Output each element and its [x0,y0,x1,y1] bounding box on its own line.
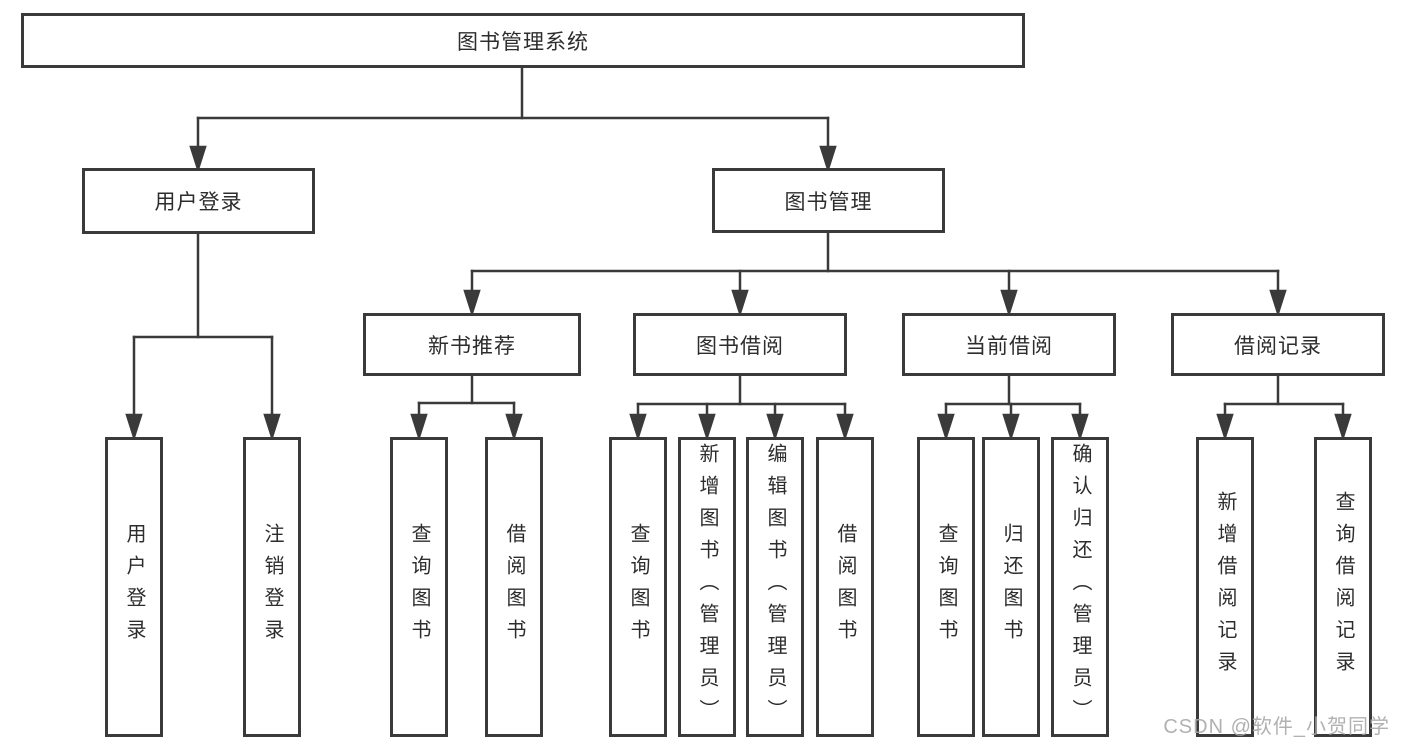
arrow-down-icon [1216,413,1234,442]
node-label: 新增图书（管理员） [696,443,718,731]
arrow-down-icon [410,413,428,442]
node-edit-books-admin: 编辑图书（管理员） [746,437,804,737]
node-logout-leaf: 注销登录 [243,437,301,737]
node-label: 查询图书 [935,523,957,651]
arrow-down-icon [125,413,143,442]
connector-book-management-to-level3 [463,230,1287,318]
node-current-borrowing: 当前借阅 [902,313,1116,376]
node-borrow-books-recommend: 借阅图书 [485,437,543,737]
connector-new-book-recommend-to-leaves [410,374,523,442]
node-label: 编辑图书（管理员） [764,443,786,731]
arrow-down-icon [263,413,281,442]
node-label: 确认归还（管理员） [1069,443,1091,731]
connector-root-to-level2 [189,66,837,174]
node-query-books-current: 查询图书 [917,437,975,737]
node-query-books-borrowing: 查询图书 [609,437,667,737]
node-borrow-records: 借阅记录 [1171,313,1385,376]
arrow-down-icon [505,413,523,442]
node-label: 归还图书 [1000,523,1022,651]
arrow-down-icon [1334,413,1352,442]
node-query-books-recommend: 查询图书 [390,437,448,737]
node-label: 新书推荐 [428,334,516,358]
node-label: 用户登录 [154,191,243,214]
node-label: 查询图书 [408,523,430,651]
arrow-down-icon [189,145,207,174]
node-label: 图书管理系统 [457,30,589,54]
connector-borrow-records-to-leaves [1216,374,1352,442]
node-label: 借阅图书 [503,523,525,651]
node-label: 注销登录 [261,523,283,651]
arrow-down-icon [836,413,854,442]
node-book-management: 图书管理 [712,168,945,233]
node-label: 新增借阅记录 [1214,491,1236,683]
node-return-books: 归还图书 [982,437,1040,737]
node-user-login-leaf: 用户登录 [105,437,163,737]
connector-book-borrowing-to-leaves [629,374,854,442]
node-label: 用户登录 [123,523,145,651]
node-label: 图书管理 [784,190,873,214]
arrow-down-icon [766,413,784,442]
node-book-borrowing: 图书借阅 [633,313,847,376]
arrow-down-icon [1269,289,1287,318]
node-label: 当前借阅 [965,334,1053,358]
node-library-management-system: 图书管理系统 [21,13,1025,68]
node-label: 借阅记录 [1234,334,1322,358]
arrow-down-icon [1000,289,1018,318]
node-new-book-recommend: 新书推荐 [363,313,581,376]
csdn-watermark: CSDN @软件_小贺同学 [1163,716,1390,738]
node-borrow-books-leaf: 借阅图书 [816,437,874,737]
connector-user-login-to-leaves [125,231,281,442]
arrow-down-icon [1002,413,1020,442]
arrow-down-icon [629,413,647,442]
node-label: 借阅图书 [834,523,856,651]
arrow-down-icon [1071,413,1089,442]
arrow-down-icon [698,413,716,442]
node-label: 查询借阅记录 [1332,491,1354,683]
node-label: 查询图书 [627,523,649,651]
node-add-books-admin: 新增图书（管理员） [678,437,736,737]
node-confirm-return-admin: 确认归还（管理员） [1051,437,1109,737]
node-query-borrow-record: 查询借阅记录 [1314,437,1372,737]
arrow-down-icon [819,145,837,174]
connector-current-borrowing-to-leaves [937,374,1089,442]
node-user-login-group: 用户登录 [82,168,315,234]
node-label: 图书借阅 [696,334,784,358]
arrow-down-icon [731,289,749,318]
node-add-borrow-record: 新增借阅记录 [1196,437,1254,737]
arrow-down-icon [463,289,481,318]
arrow-down-icon [937,413,955,442]
